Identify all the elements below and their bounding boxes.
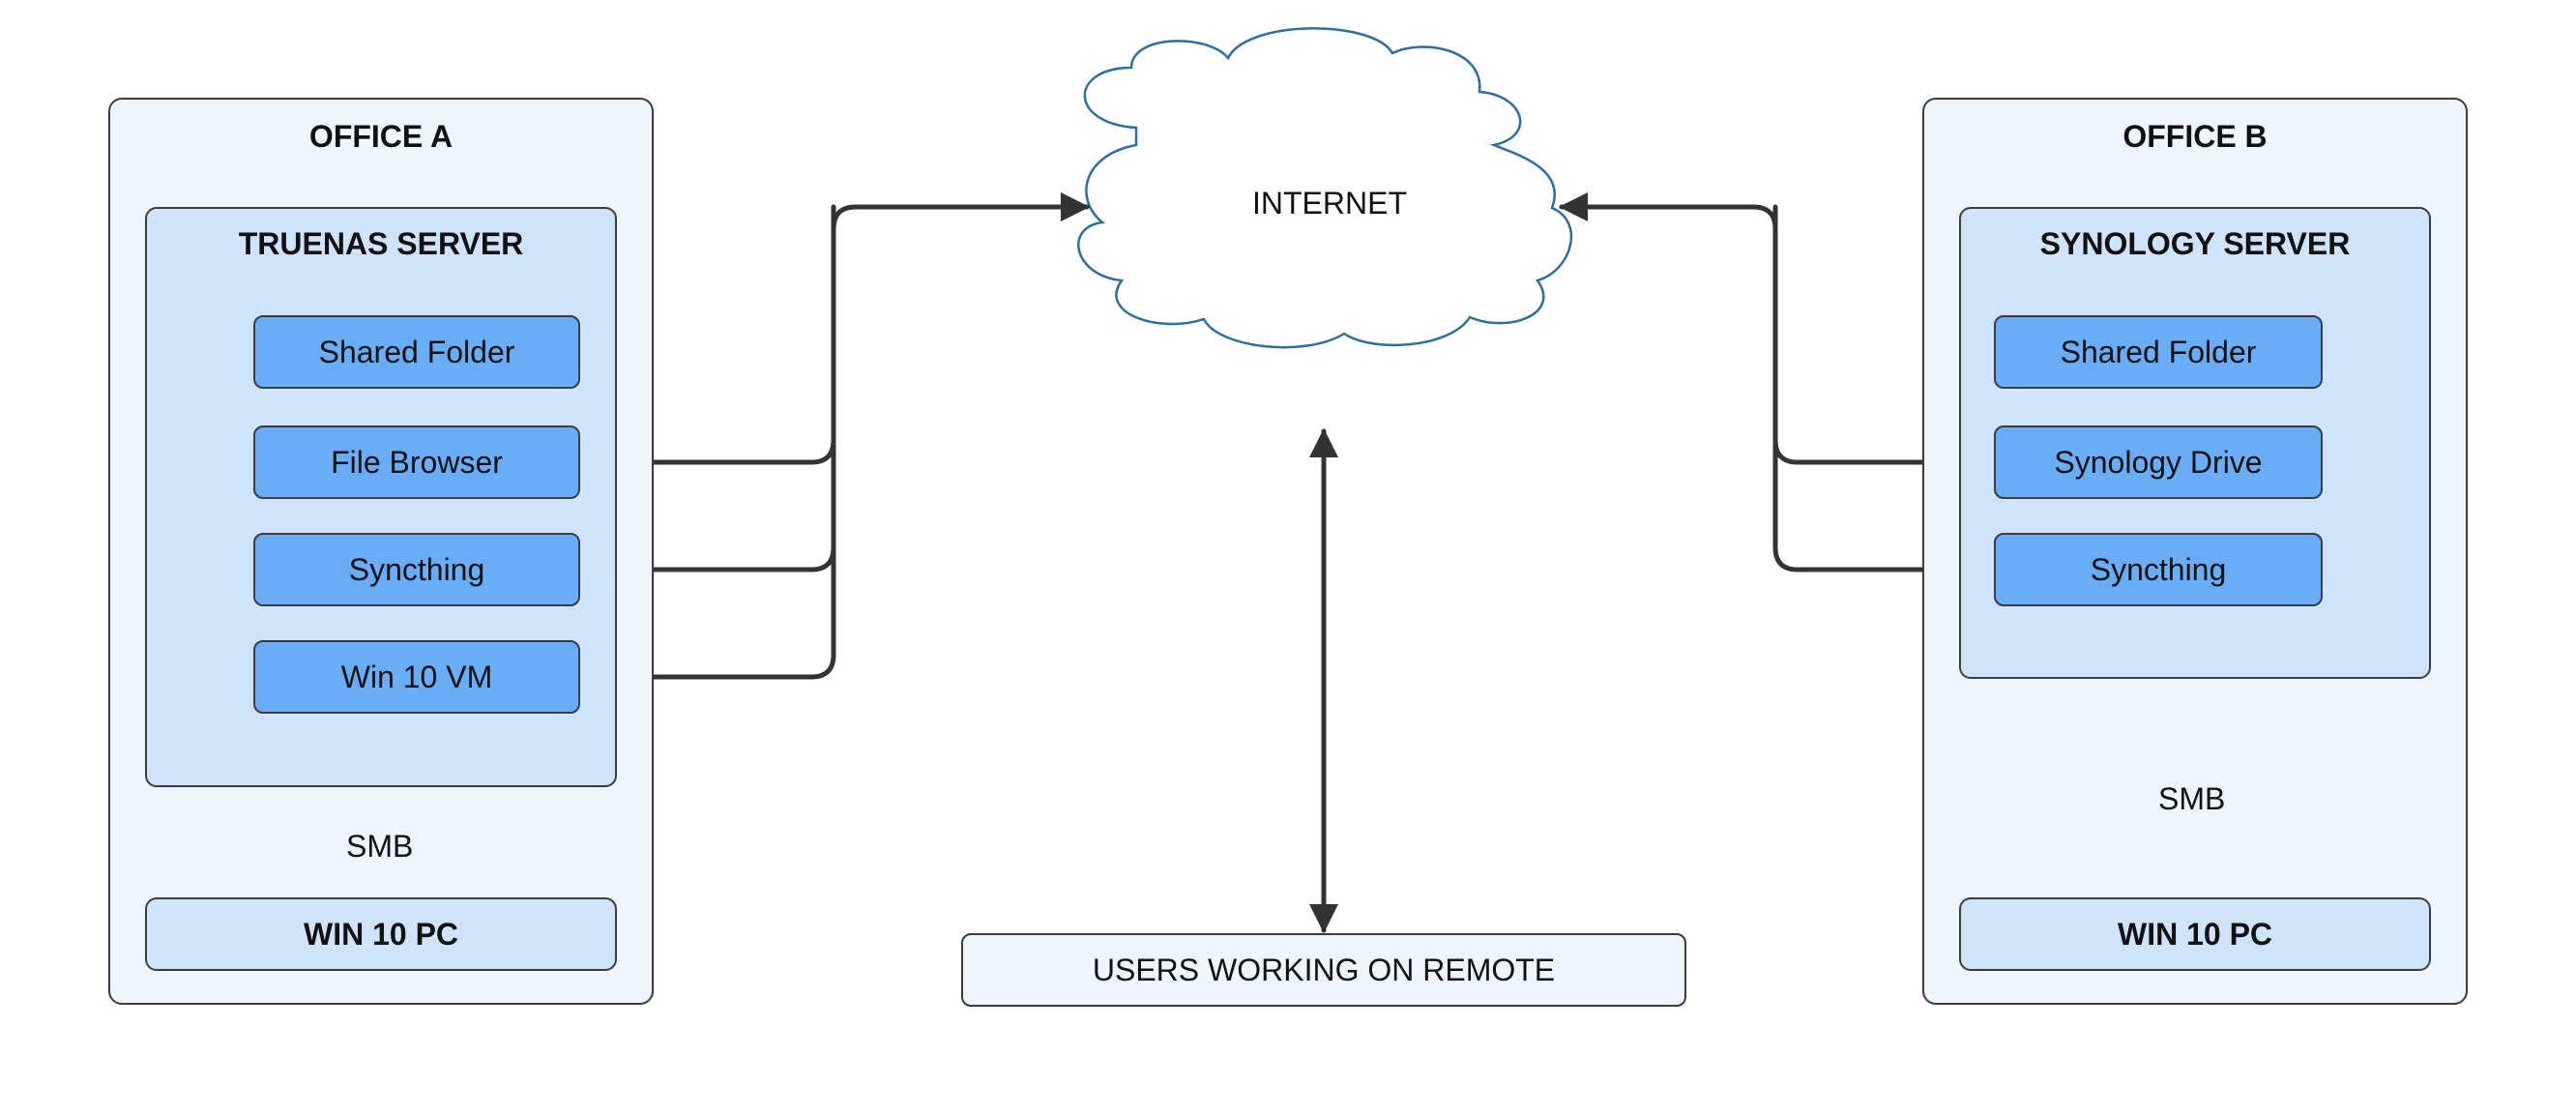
link-syncthing-b-internet <box>1772 442 1995 584</box>
office-b-win10-pc[interactable]: WIN 10 PC <box>1959 897 2431 971</box>
link-file-browser-internet <box>581 204 836 477</box>
link-syncthing-a-internet <box>581 442 836 584</box>
link-internet-a <box>831 192 1090 232</box>
office-b-smb-label: SMB <box>2154 781 2230 817</box>
office-b-shared-folder[interactable]: Shared Folder <box>1994 315 2323 389</box>
office-a-syncthing[interactable]: Syncthing <box>253 533 580 606</box>
office-b-synology-drive[interactable]: Synology Drive <box>1994 425 2323 499</box>
office-b-syncthing[interactable]: Syncthing <box>1994 533 2323 606</box>
link-win10vm-internet <box>581 548 836 691</box>
synology-server-title: SYNOLOGY SERVER <box>2039 226 2351 261</box>
office-a-win10-vm[interactable]: Win 10 VM <box>253 640 580 714</box>
office-a-win10-pc[interactable]: WIN 10 PC <box>145 897 617 971</box>
remote-users-box[interactable]: USERS WORKING ON REMOTE <box>961 933 1686 1007</box>
office-a-smb-label: SMB <box>342 829 418 865</box>
office-b-title: OFFICE B <box>2122 119 2268 154</box>
office-a-file-browser[interactable]: File Browser <box>253 425 580 499</box>
link-internet-b <box>1559 192 1778 235</box>
internet-label: INTERNET <box>1252 186 1407 220</box>
internet-cloud <box>1077 27 1573 349</box>
office-a-title: OFFICE A <box>308 119 454 154</box>
office-a-shared-folder[interactable]: Shared Folder <box>253 315 580 389</box>
truenas-server-title: TRUENAS SERVER <box>238 226 524 261</box>
link-synology-drive-internet <box>1772 204 1995 477</box>
